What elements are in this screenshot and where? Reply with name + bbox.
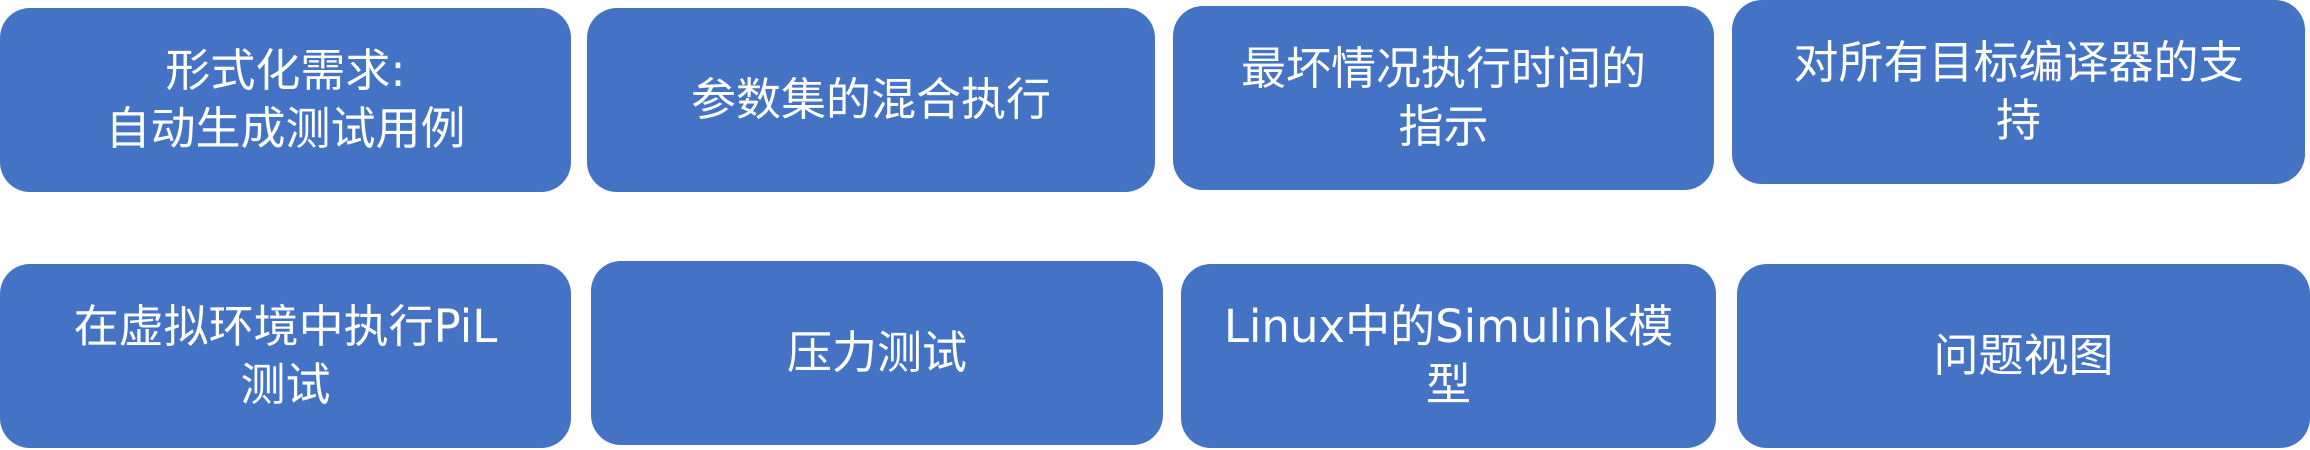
feature-tile-formal-requirements: 形式化需求: 自动生成测试用例 [0,8,571,192]
feature-tile-label: 对所有目标编译器的支 持 [1793,35,2244,148]
feature-tile-mixed-execution: 参数集的混合执行 [587,8,1155,192]
feature-tile-pil-virtual: 在虚拟环境中执行PiL 测试 [0,264,571,448]
feature-tile-stress-test: 压力测试 [591,261,1163,445]
feature-tile-label: 压力测试 [786,325,967,379]
feature-tile-issue-view: 问题视图 [1737,264,2310,448]
feature-tile-label: 问题视图 [1933,328,2114,382]
feature-tile-wcet: 最坏情况执行时间的 指示 [1173,6,1714,190]
feature-tile-label: 最坏情况执行时间的 指示 [1240,41,1646,154]
feature-tile-label: 在虚拟环境中执行PiL 测试 [73,299,498,412]
feature-tile-compiler-support: 对所有目标编译器的支 持 [1732,0,2305,184]
feature-tile-simulink-linux: Linux中的Simulink模 型 [1181,264,1716,448]
feature-tile-label: 参数集的混合执行 [690,72,1051,126]
feature-tile-label: 形式化需求: 自动生成测试用例 [105,43,466,156]
feature-tile-label: Linux中的Simulink模 型 [1223,299,1674,412]
